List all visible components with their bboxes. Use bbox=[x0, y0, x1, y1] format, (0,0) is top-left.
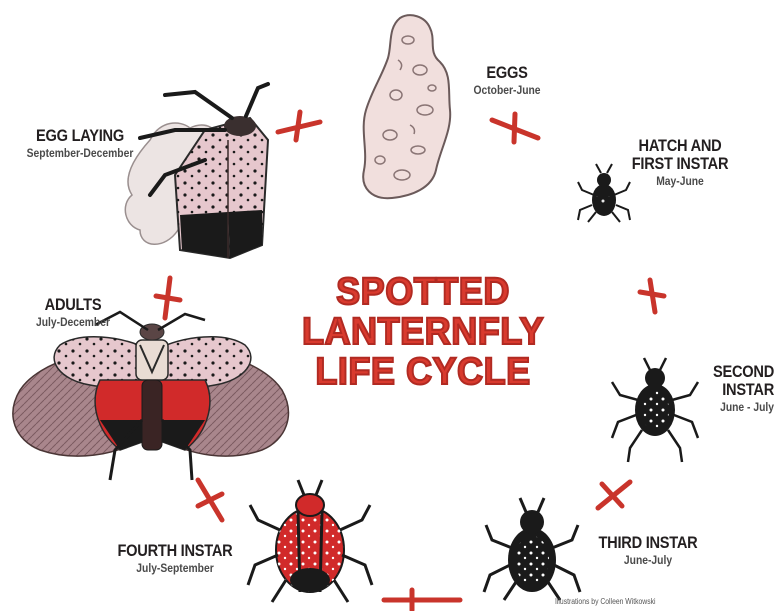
title-line-2: LANTERNFLY bbox=[276, 312, 571, 352]
diagram-title: SPOTTED LANTERNFLY LIFE CYCLE bbox=[268, 272, 578, 392]
stage-label-adults: ADULTS July-December bbox=[18, 296, 128, 328]
arrow-second-to-third bbox=[598, 482, 630, 508]
arrow-hatch-to-second bbox=[640, 280, 664, 312]
egg-laying-adult-illustration bbox=[125, 84, 268, 258]
arrow-eggs-to-hatch bbox=[492, 114, 538, 142]
adult-wings-spread-illustration bbox=[13, 312, 288, 480]
arrow-egglaying-to-eggs bbox=[278, 112, 320, 140]
fourth-instar-illustration bbox=[248, 480, 372, 602]
stage-label-eggs: EGGS October-June bbox=[452, 64, 562, 96]
stage-label-third-instar: THIRD INSTAR June-July bbox=[578, 534, 718, 566]
stage-label-fourth-instar: FOURTH INSTAR July-September bbox=[100, 542, 250, 574]
egg-mass-illustration bbox=[363, 15, 450, 198]
stage-label-second-instar: SECOND INSTAR June - July bbox=[692, 363, 774, 413]
stage-label-hatch-first-instar: HATCH AND FIRST INSTAR May-June bbox=[615, 137, 745, 187]
title-line-1: SPOTTED bbox=[276, 272, 571, 312]
illustration-credit: Illustrations by Colleen Witkowski bbox=[555, 597, 656, 606]
second-instar-illustration bbox=[612, 358, 698, 462]
stage-label-egg-laying: EGG LAYING September-December bbox=[0, 127, 160, 159]
arrow-adults-to-egglaying bbox=[156, 278, 180, 318]
arrow-fourth-to-adults bbox=[198, 480, 222, 520]
third-instar-illustration bbox=[484, 498, 580, 600]
title-line-3: LIFE CYCLE bbox=[276, 352, 571, 392]
arrow-third-to-fourth bbox=[384, 590, 460, 610]
